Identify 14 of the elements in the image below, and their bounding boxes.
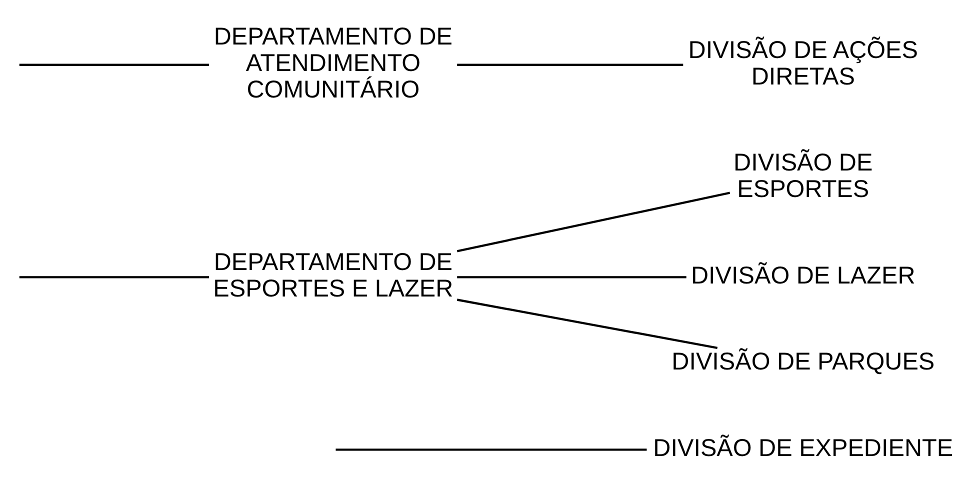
node-text: DIVISÃO DE ESPORTES — [734, 150, 873, 204]
node-text: DIVISÃO DE LAZER — [691, 262, 916, 290]
connector — [456, 192, 730, 252]
node-text: DIVISÃO DE AÇÕES DIRETAS — [688, 36, 918, 90]
node-text: DEPARTAMENTO DE ESPORTES E LAZER — [213, 249, 454, 303]
node-text: DIVISÃO DE EXPEDIENTE — [653, 434, 954, 462]
connector — [336, 448, 647, 451]
connector — [457, 64, 684, 66]
connector — [456, 298, 718, 350]
node-text: DIVISÃO DE PARQUES — [672, 348, 935, 376]
connector — [457, 276, 686, 278]
node-text: DEPARTAMENTO DE ATENDIMENTO COMUNITÁRIO — [214, 24, 453, 104]
connector — [19, 276, 210, 278]
connector — [19, 64, 210, 66]
